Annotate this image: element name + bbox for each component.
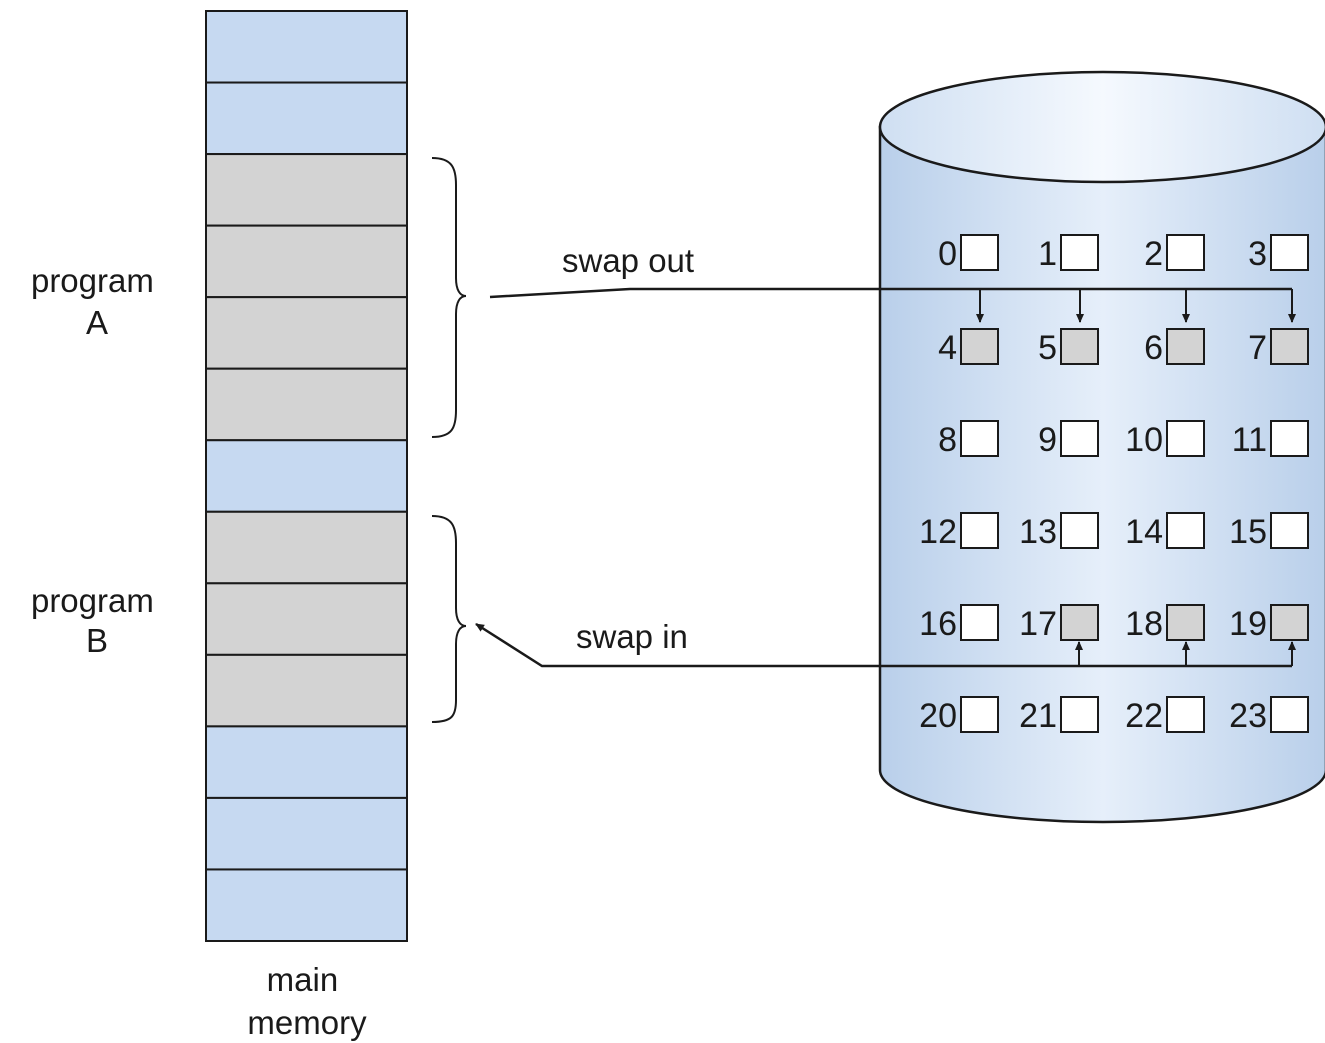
disk-block-free bbox=[1060, 420, 1099, 457]
disk-block-number: 10 bbox=[1125, 421, 1163, 459]
disk-block-number: 13 bbox=[1019, 513, 1057, 551]
disk-block-used bbox=[1060, 604, 1099, 641]
disk-block-free bbox=[1166, 234, 1205, 271]
disk-block-number: 12 bbox=[919, 513, 957, 551]
program-b-label: program B bbox=[31, 582, 163, 659]
disk-block-number: 3 bbox=[1248, 235, 1267, 273]
disk-block-number: 11 bbox=[1232, 421, 1267, 459]
swap-out-label: swap out bbox=[562, 242, 694, 279]
disk-body bbox=[878, 125, 1325, 824]
disk-block-number: 20 bbox=[919, 697, 957, 735]
disk-block-number: 0 bbox=[938, 235, 957, 273]
memory-frame-b bbox=[205, 653, 408, 728]
disk-block-number: 22 bbox=[1125, 697, 1163, 735]
memory-frame-free bbox=[205, 10, 408, 84]
program-a-label-line2: A bbox=[86, 304, 108, 341]
memory-frame-free bbox=[205, 81, 408, 156]
disk-block-free bbox=[960, 512, 999, 549]
disk-block-number: 4 bbox=[938, 329, 957, 367]
program-a-brace bbox=[431, 157, 467, 438]
disk-block-number: 8 bbox=[938, 421, 957, 459]
memory-frame-a bbox=[205, 153, 408, 227]
main-memory-label-line1: main bbox=[267, 961, 339, 998]
memory-frame-b bbox=[205, 510, 408, 585]
memory-frame-free bbox=[205, 439, 408, 513]
memory-frame-free bbox=[205, 796, 408, 871]
disk-block-free bbox=[1166, 512, 1205, 549]
disk-block-number: 1 bbox=[1038, 235, 1057, 273]
disk-top bbox=[878, 70, 1325, 184]
memory-frame-free bbox=[205, 868, 408, 943]
disk-block-used bbox=[1166, 328, 1205, 365]
memory-frame-b bbox=[205, 582, 408, 656]
memory-frame-a bbox=[205, 296, 408, 370]
memory-frame-a bbox=[205, 224, 408, 299]
swap-out-arrow bbox=[489, 287, 1296, 323]
memory-frame-free bbox=[205, 725, 408, 799]
disk-block-number: 21 bbox=[1019, 697, 1057, 735]
disk-block-free bbox=[960, 604, 999, 641]
disk-block-free bbox=[960, 420, 999, 457]
disk-block-used bbox=[1270, 328, 1309, 365]
disk-block-free bbox=[1270, 234, 1309, 271]
program-b-label-line2: B bbox=[86, 622, 108, 659]
disk-block-used bbox=[1270, 604, 1309, 641]
main-memory-label-line2: memory bbox=[247, 1004, 367, 1041]
disk-block-used bbox=[1166, 604, 1205, 641]
disk-block-free bbox=[1166, 420, 1205, 457]
disk-block-free bbox=[1060, 696, 1099, 733]
program-a-label: program A bbox=[31, 262, 163, 341]
disk-block-free bbox=[1270, 512, 1309, 549]
disk-block-free bbox=[1060, 512, 1099, 549]
disk-block-number: 15 bbox=[1229, 513, 1267, 551]
disk-block-free bbox=[960, 696, 999, 733]
disk-block-number: 7 bbox=[1248, 329, 1267, 367]
disk-block-number: 6 bbox=[1144, 329, 1163, 367]
disk-block-free bbox=[1060, 234, 1099, 271]
swap-in-label: swap in bbox=[576, 618, 688, 655]
swap-in-arrow bbox=[475, 622, 1296, 668]
disk-block-number: 2 bbox=[1144, 235, 1163, 273]
disk-block-number: 18 bbox=[1125, 605, 1163, 643]
disk-block-number: 5 bbox=[1038, 329, 1057, 367]
disk-block-number: 19 bbox=[1229, 605, 1267, 643]
memory-frame-a bbox=[205, 367, 408, 442]
disk-cylinder bbox=[878, 70, 1325, 824]
program-b-brace bbox=[431, 515, 467, 723]
disk-block-number: 16 bbox=[919, 605, 957, 643]
disk-block-free bbox=[1270, 420, 1309, 457]
program-a-label-line1: program bbox=[31, 262, 154, 299]
main-memory-column bbox=[205, 10, 408, 943]
disk-block-used bbox=[1060, 328, 1099, 365]
disk-block-used bbox=[960, 328, 999, 365]
disk-block-free bbox=[960, 234, 999, 271]
disk-block-free bbox=[1166, 696, 1205, 733]
disk-block-number: 23 bbox=[1229, 697, 1267, 735]
main-memory-label: main memory bbox=[247, 961, 367, 1041]
disk-block-number: 9 bbox=[1038, 421, 1057, 459]
disk-block-free bbox=[1270, 696, 1309, 733]
disk-block-number: 17 bbox=[1019, 605, 1057, 643]
program-b-label-line1: program bbox=[31, 582, 154, 619]
disk-block-number: 14 bbox=[1125, 513, 1163, 551]
